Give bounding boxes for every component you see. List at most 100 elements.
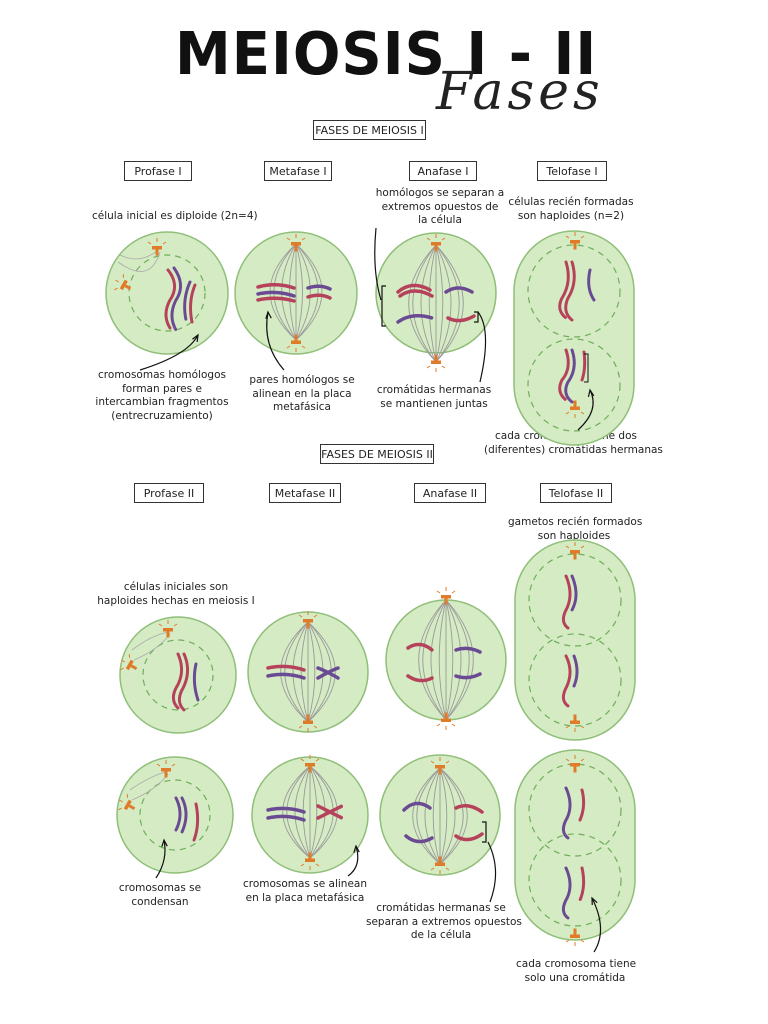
note-sisters-together: cromátidas hermanas se mantienen juntas	[376, 384, 492, 410]
pointer-arrow-icon	[487, 841, 497, 903]
spindle-icon	[408, 244, 464, 363]
phase-label-profase-2: Profase II	[134, 483, 204, 503]
arrow-head	[192, 333, 199, 343]
chromosome	[256, 290, 296, 298]
note-align: cromosomas se alinean en la placa metafá…	[242, 878, 368, 904]
bracket	[584, 353, 589, 383]
section-label-meiosis-1: FASES DE MEIOSIS I	[313, 120, 426, 140]
pointer-arrow-icon	[347, 845, 359, 877]
chromosome	[578, 788, 586, 822]
note-diploid: célula inicial es diploide (2n=4)	[92, 210, 258, 222]
phase-label-telofase-1: Telofase I	[537, 161, 607, 181]
page-title: MEIOSIS I - II	[175, 20, 598, 89]
pointer-arrow-icon	[266, 311, 285, 371]
chromosome	[587, 268, 596, 302]
chromosome	[561, 574, 572, 630]
chromosome	[189, 283, 197, 324]
chromosome	[266, 664, 306, 672]
spindle-icon	[412, 767, 468, 865]
nuclear-envelope	[528, 633, 622, 727]
centrosome-icon	[426, 234, 446, 252]
chromosome	[256, 283, 296, 290]
arrow-head	[353, 844, 360, 853]
chromosome	[578, 866, 586, 902]
note-sisters-separate: cromátidas hermanas se separan a extremo…	[366, 902, 522, 941]
centrosome-icon	[300, 852, 320, 870]
centrosome-icon	[156, 760, 176, 778]
chromosome	[174, 796, 182, 832]
nuclear-envelope	[528, 833, 622, 927]
chromosome	[570, 574, 578, 612]
centrosome-icon	[430, 757, 450, 775]
chromosome	[558, 348, 570, 402]
chromosome	[171, 652, 183, 710]
chromosome	[561, 786, 572, 840]
nuclear-envelope	[528, 553, 622, 647]
nuclear-envelope	[527, 244, 621, 338]
chromosome	[170, 266, 182, 332]
chromosome	[306, 293, 332, 300]
phase-label-profase-1: Profase I	[124, 161, 192, 181]
phase-label-metafase-2: Metafase II	[269, 483, 341, 503]
centrosome-icon	[565, 928, 585, 946]
pointer-arrow-icon	[139, 334, 199, 371]
chromosome	[580, 350, 587, 382]
chromosome	[561, 654, 572, 708]
chromosome	[266, 806, 306, 814]
chromosome	[564, 348, 576, 404]
pointer-arrow-icon	[577, 389, 594, 431]
chromosome	[398, 289, 434, 298]
centrosome-icon	[436, 712, 456, 730]
centrosome-icon	[118, 794, 136, 811]
centrosome-icon	[158, 620, 178, 638]
nuclear-envelope	[139, 779, 211, 851]
centrosome-icon	[565, 542, 585, 560]
nuclear-envelope	[128, 254, 206, 332]
phase-label-metafase-1: Metafase I	[264, 161, 332, 181]
chromosome	[454, 646, 482, 654]
bracket	[381, 285, 386, 327]
centrosome-icon	[286, 334, 306, 352]
spindle-fiber	[117, 249, 161, 272]
centrosome-icon	[120, 654, 138, 671]
spindle-icon	[280, 621, 336, 723]
chromosome	[406, 674, 434, 683]
centrosome-icon	[565, 714, 585, 732]
centrosome-icon	[436, 587, 456, 605]
centrosome-icon	[426, 354, 446, 372]
chromosome	[406, 642, 434, 652]
nuclear-envelope	[528, 763, 622, 857]
chromosome	[572, 654, 579, 688]
note-new-haploid: células recién formadas son haploides (n…	[508, 196, 634, 222]
nuclear-envelope	[142, 639, 214, 711]
dividing-cell-membrane	[514, 539, 636, 741]
phase-label-anafase-2: Anafase II	[414, 483, 486, 503]
page-subtitle: Fases	[436, 62, 604, 122]
phase-label-anafase-1: Anafase I	[409, 161, 477, 181]
chromosome	[306, 284, 332, 291]
chromosome	[183, 280, 192, 322]
chromosome	[561, 866, 572, 920]
centrosome-icon	[298, 714, 318, 732]
pointer-arrow-icon	[477, 311, 487, 383]
chromosome	[396, 283, 432, 294]
chromosome	[454, 832, 484, 842]
chromosome	[266, 814, 306, 822]
note-one-chromatid: cada cromosoma tiene solo una cromátida	[516, 958, 637, 984]
centrosome-icon	[114, 274, 132, 291]
cell-membrane	[105, 231, 229, 355]
arrow-head	[161, 838, 168, 847]
chromosome	[177, 652, 189, 712]
centrosome-icon	[565, 232, 585, 250]
bracket	[474, 311, 479, 323]
centrosome-icon	[298, 611, 318, 629]
bracket	[482, 821, 487, 843]
chromosome	[180, 796, 188, 834]
arrow-head	[591, 896, 598, 906]
pointer-arrow-icon	[591, 897, 602, 953]
chromosome	[402, 801, 432, 812]
note-homologs-separate: homólogos se separan a extremos opuestos…	[375, 187, 505, 226]
chromosome	[446, 314, 476, 323]
centrosome-icon	[286, 234, 306, 252]
